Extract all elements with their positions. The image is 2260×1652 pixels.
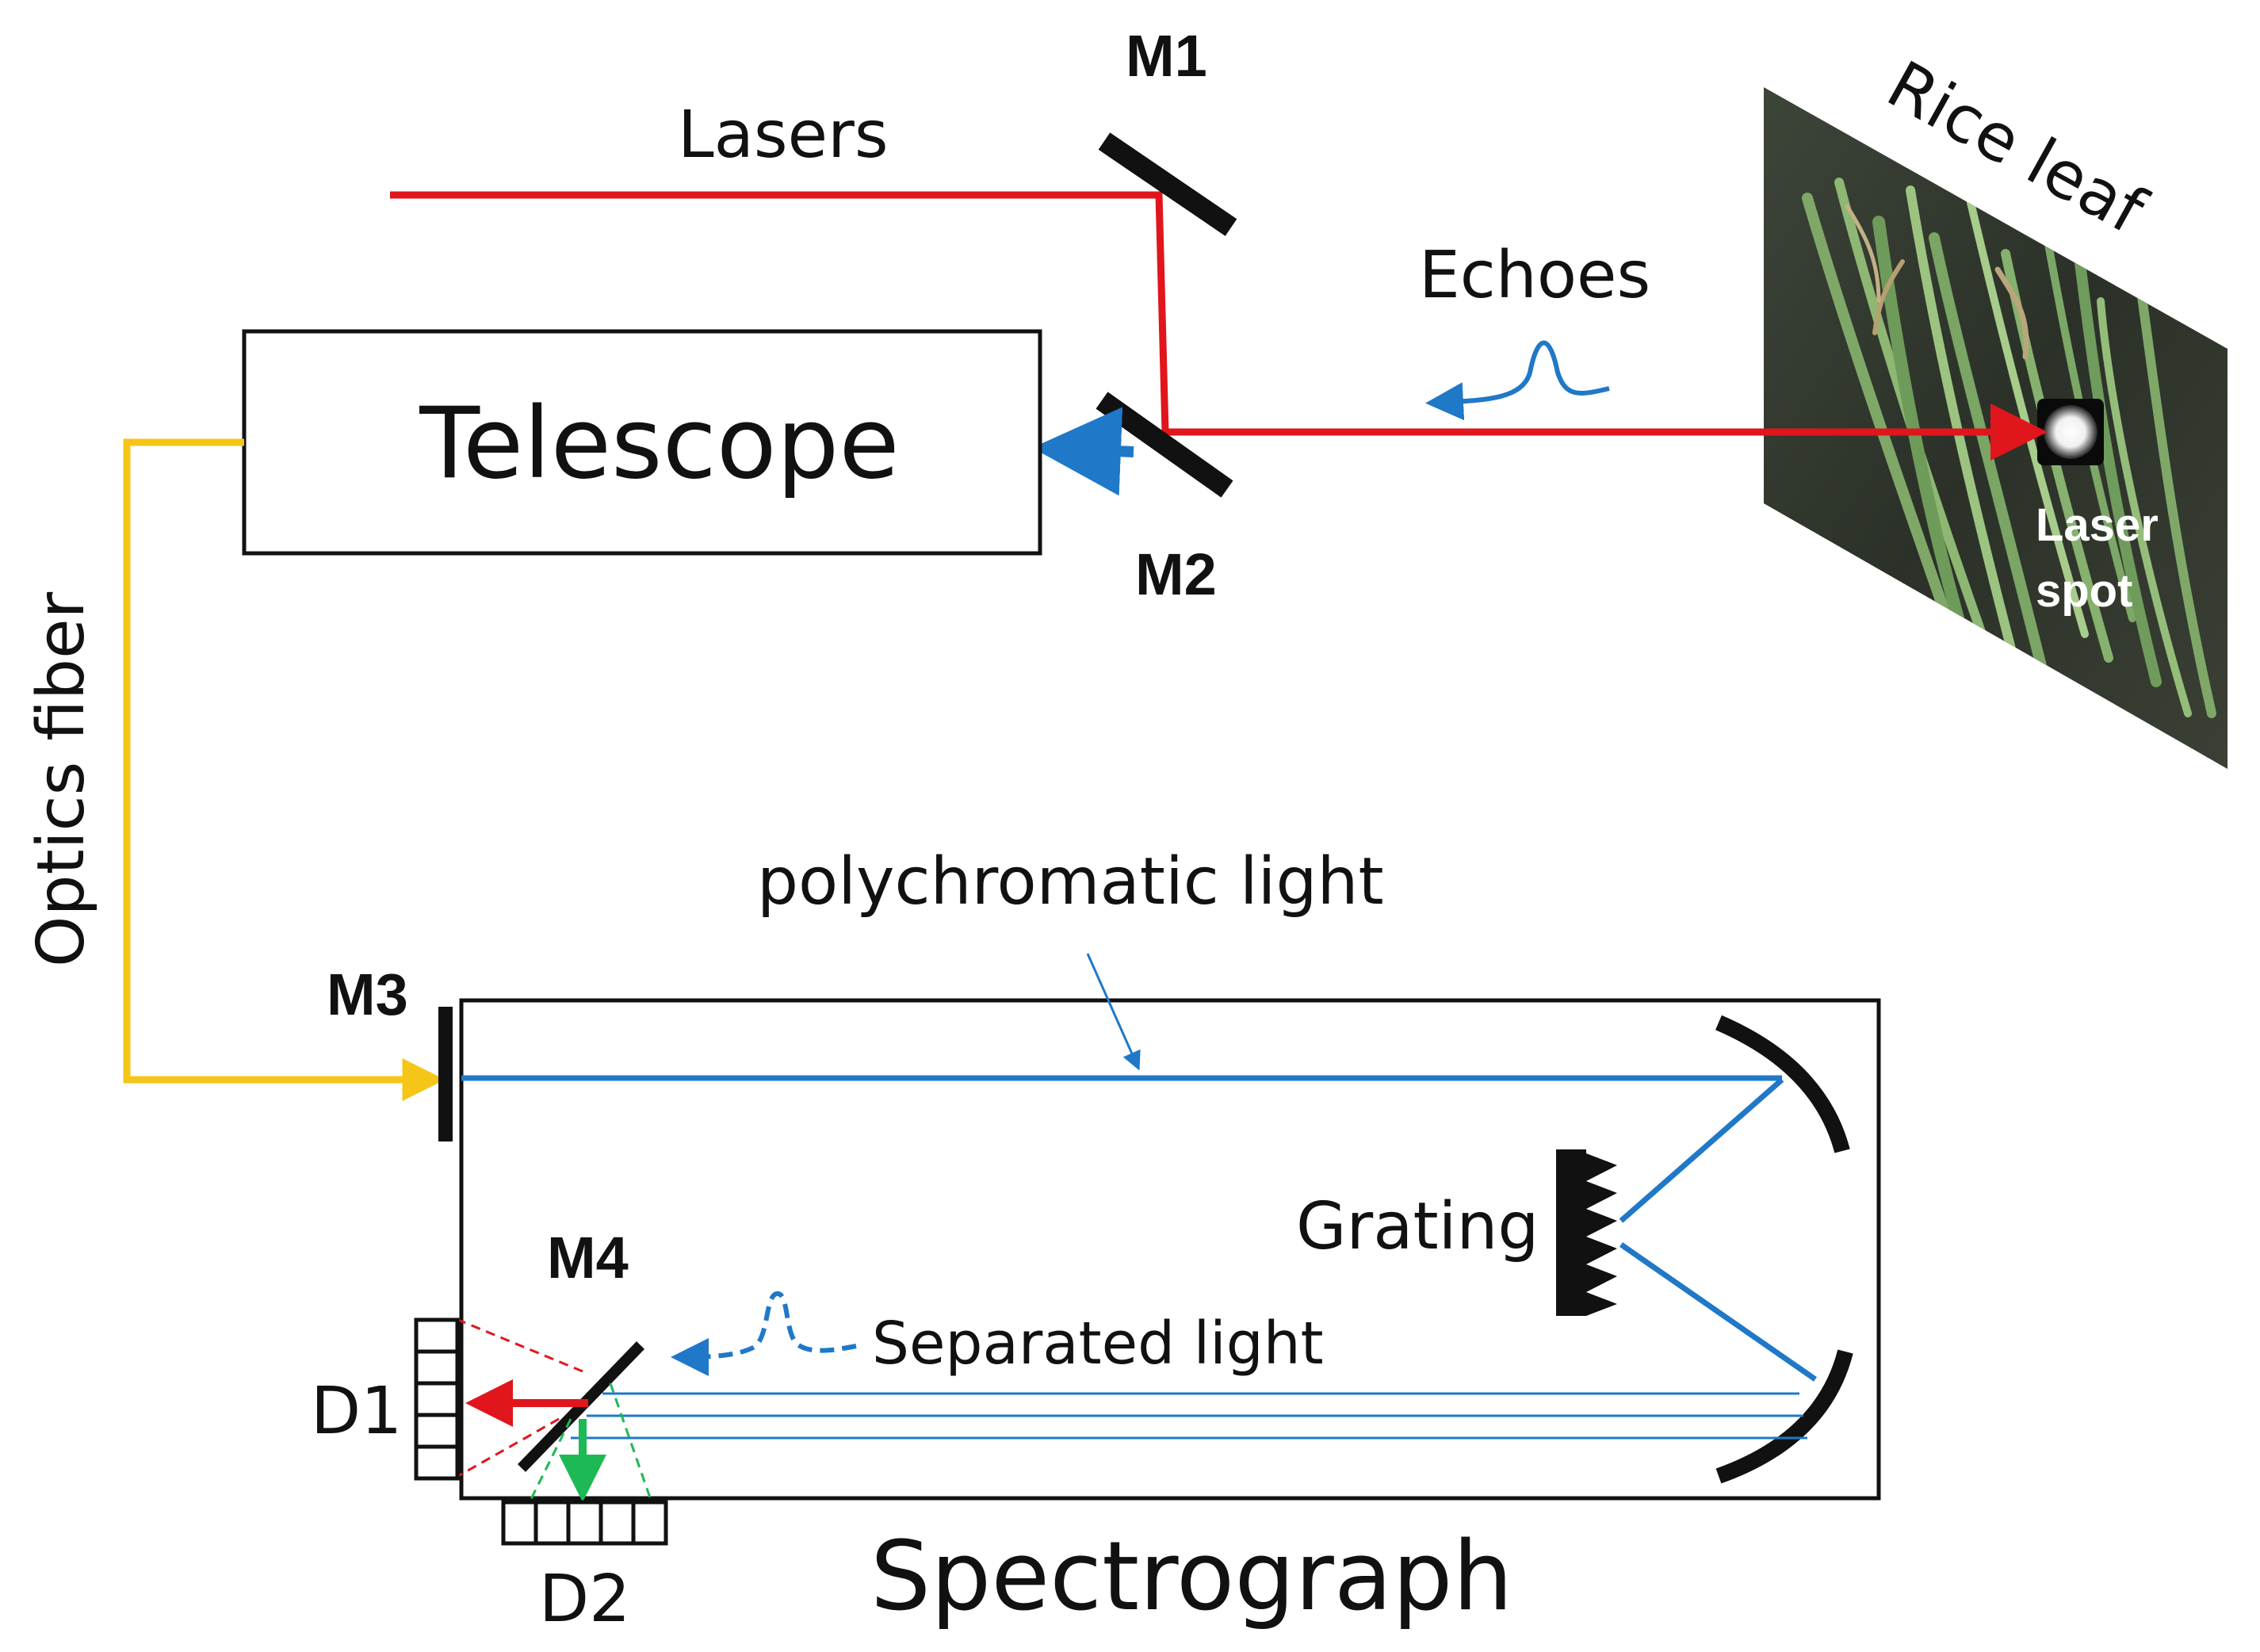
grating-label: Grating (1296, 1189, 1539, 1264)
spectrograph-label: Spectrograph (870, 1522, 1513, 1632)
mirror-m2 (1096, 392, 1233, 498)
separated-light-pulse (671, 1291, 857, 1376)
d2-dashed-cone (528, 1382, 653, 1503)
separated-light-label: Separated light (872, 1310, 1324, 1378)
m2-label: M2 (1135, 541, 1217, 607)
d2-label: D2 (539, 1562, 630, 1637)
spectrograph-box (459, 998, 1881, 1501)
separated-beams (571, 1392, 1807, 1440)
telescope-label: Telescope (419, 387, 899, 501)
m1-label: M1 (1126, 23, 1207, 89)
d1-dashed-cone (457, 1318, 583, 1478)
concave-mirror-upper (1715, 1015, 1850, 1153)
lasers-label: Lasers (678, 98, 889, 173)
m4-label: M4 (547, 1225, 629, 1291)
echo-into-telescope-arrow (1032, 407, 1134, 496)
optics-fiber-label: Optics fiber (24, 591, 99, 967)
laser-spot-label-line2: spot (2036, 565, 2132, 617)
beam-to-grating (1619, 1077, 1784, 1223)
detector-d1 (414, 1317, 460, 1481)
telescope-box (242, 329, 1042, 556)
concave-mirror-lower (1715, 1349, 1853, 1484)
mirror-m1 (1098, 132, 1237, 236)
echo-pulse (1425, 340, 1610, 421)
rice-leaf-image (1764, 87, 2227, 769)
grating (1556, 1149, 1617, 1316)
optics-fiber (123, 438, 445, 1101)
laser-spot-label-line1: Laser (2036, 499, 2159, 551)
m3-label: M3 (327, 962, 408, 1027)
echoes-label: Echoes (1419, 238, 1650, 313)
polychromatic-pointer (1086, 953, 1141, 1071)
beam-from-grating (1619, 1242, 1817, 1382)
d1-label: D1 (311, 1374, 402, 1449)
laser-beam (390, 191, 2048, 461)
polychromatic-light-label: polychromatic light (757, 844, 1384, 920)
detector-d2 (501, 1500, 668, 1546)
